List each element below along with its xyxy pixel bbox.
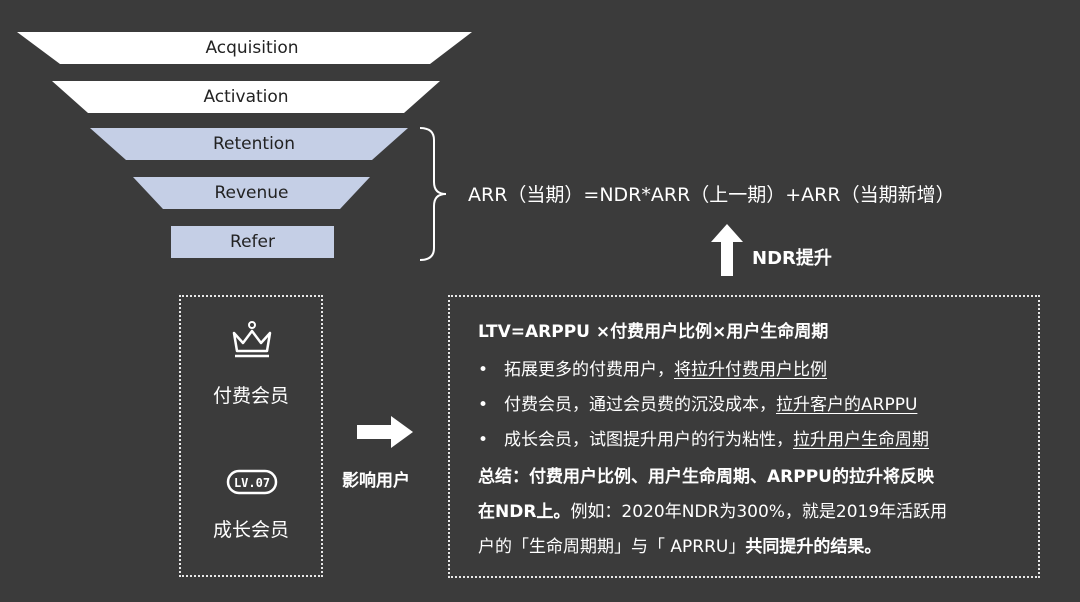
ndr-increase-label: NDR提升: [752, 248, 832, 269]
paid-member-label: 付费会员: [212, 385, 289, 407]
funnel-stage-revenue: [133, 177, 370, 209]
up-arrow-icon: [711, 224, 743, 276]
summary-line-3-bold: 共同提升的结果。: [745, 537, 882, 557]
bullet-text: 付费会员，通过会员费的沉没成本，: [504, 395, 776, 415]
bullet-text: 成长会员，试图提升用户的行为粘性，: [504, 430, 793, 450]
bullet-text: 拓展更多的付费用户，: [504, 360, 674, 380]
bullet-underlined-text: 将拉升付费用户比例: [674, 360, 827, 380]
arr-formula: ARR（当期）=NDR*ARR（上一期）+ARR（当期新增）: [468, 184, 955, 206]
bullet-dot: •: [478, 395, 489, 415]
ltv-formula-title: LTV=ARPPU ×付费用户比例×用户生命周期: [478, 322, 829, 342]
funnel-label-revenue: Revenue: [214, 183, 289, 203]
bullet-item: • 付费会员，通过会员费的沉没成本，拉升客户的ARPPU: [478, 390, 917, 415]
level-badge-icon: LV.07: [226, 469, 278, 495]
summary-example-text: 例如：2020年NDR为300%，就是2019年活跃用: [570, 502, 948, 522]
summary-line-1: 总结：付费用户比例、用户生命周期、ARPPU的拉升将反映: [478, 467, 934, 487]
ltv-explanation-box: LTV=ARPPU ×付费用户比例×用户生命周期 • 拓展更多的付费用户，将拉升付…: [448, 295, 1040, 578]
membership-box: 付费会员 LV.07 成长会员: [179, 295, 323, 577]
bullet-underlined-text: 拉升用户生命周期: [793, 430, 929, 450]
funnel-label-refer: Refer: [230, 232, 275, 252]
funnel-stage-acquisition: [17, 32, 472, 64]
summary-line-3: 户的「生命周期期」与「 APRRU」共同提升的结果。: [478, 532, 881, 557]
summary-line-3-text: 户的「生命周期期」与「 APRRU」: [478, 537, 746, 557]
funnel-stage-activation: [52, 81, 440, 113]
funnel-stage-refer: [171, 226, 334, 258]
bullet-underlined-text: 拉升客户的ARPPU: [776, 395, 918, 415]
funnel-label-activation: Activation: [203, 87, 289, 107]
funnel-label-retention: Retention: [213, 134, 295, 154]
funnel-stage-retention: [90, 128, 408, 160]
bullet-item: • 成长会员，试图提升用户的行为粘性，拉升用户生命周期: [478, 425, 929, 450]
bracket: [419, 127, 447, 261]
right-arrow-icon: [357, 416, 413, 448]
bullet-item: • 拓展更多的付费用户，将拉升付费用户比例: [478, 355, 827, 380]
level-badge-text: LV.07: [234, 476, 270, 490]
growth-member-label: 成长会员: [212, 519, 289, 541]
bullet-dot: •: [478, 360, 489, 380]
impact-users-label: 影响用户: [342, 471, 410, 491]
crown-icon: [232, 321, 272, 358]
summary-bold-text: 在NDR上。: [478, 502, 571, 522]
funnel-label-acquisition: Acquisition: [205, 38, 299, 58]
bullet-dot: •: [478, 430, 489, 450]
summary-line-2: 在NDR上。例如：2020年NDR为300%，就是2019年活跃用: [478, 497, 947, 522]
